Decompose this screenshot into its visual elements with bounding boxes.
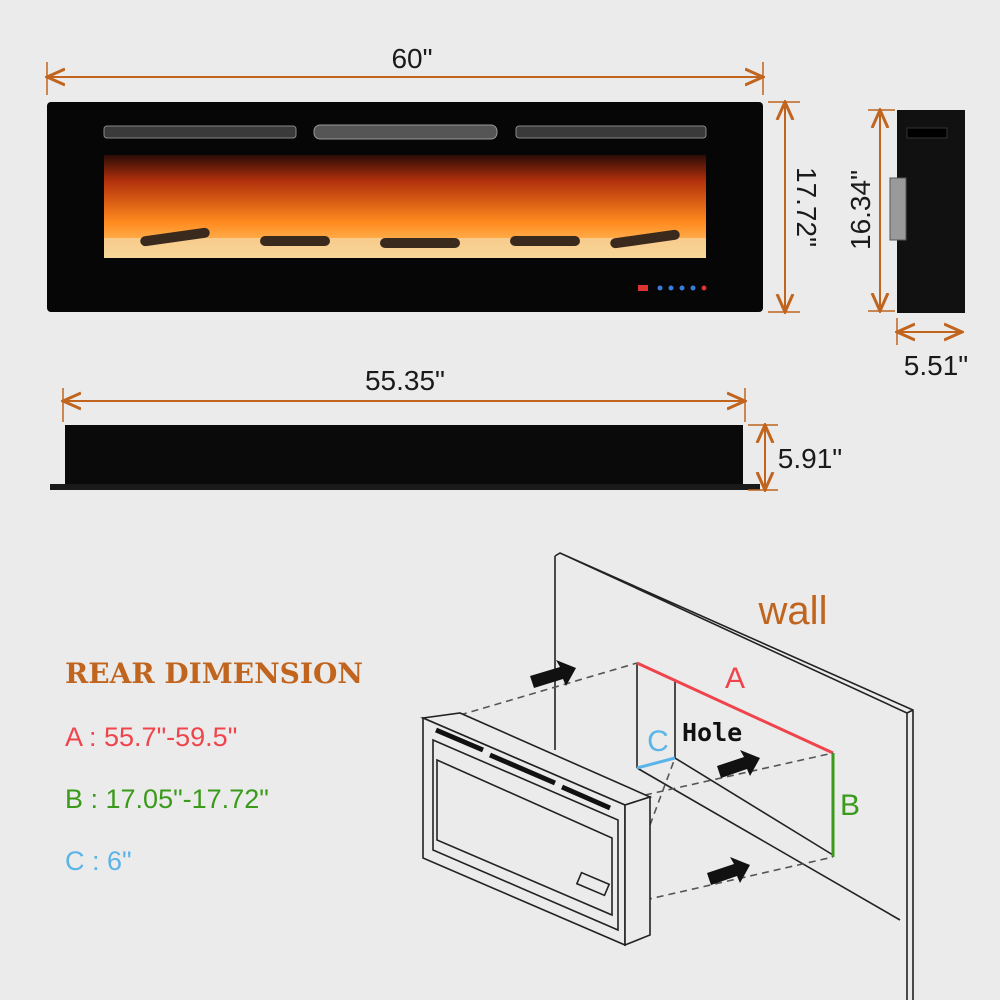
vent-right xyxy=(515,125,707,139)
fireplace-drawing xyxy=(420,712,653,947)
hole-edges xyxy=(636,663,901,921)
insert-width-label: 55.35" xyxy=(365,365,445,396)
control-panel[interactable] xyxy=(638,285,707,291)
rear-a: A : 55.7"-59.5" xyxy=(65,722,237,752)
side-view: 16.34" 5.51" xyxy=(845,110,968,381)
rear-c: C : 6" xyxy=(65,846,132,876)
hole-label: Hole xyxy=(682,718,742,747)
side-height-label: 16.34" xyxy=(845,170,876,250)
insert-depth-label: 5.91" xyxy=(778,443,842,474)
front-view: 60" 17.72" xyxy=(47,43,822,312)
arrow-icon xyxy=(530,660,576,688)
vent-center xyxy=(313,124,498,140)
wall-label: wall xyxy=(758,589,828,633)
installation-diagram: wall A B C Hole xyxy=(420,552,914,1000)
side-depth-label: 5.51" xyxy=(904,350,968,381)
rear-dimension-legend: REAR DIMENSION A : 55.7"-59.5" B : 17.05… xyxy=(65,657,363,876)
label-b: B xyxy=(840,789,860,822)
arrows xyxy=(530,660,760,885)
fireplace-side xyxy=(897,110,965,313)
vent-left xyxy=(103,125,297,139)
label-a: A xyxy=(725,662,745,695)
height-label: 17.72" xyxy=(791,167,822,247)
fireplace-top xyxy=(65,425,743,487)
insert-view: 55.35" 5.91" xyxy=(50,365,842,490)
line-c xyxy=(636,756,676,770)
arrow-icon xyxy=(707,857,750,885)
arrow-icon xyxy=(717,750,760,778)
logs xyxy=(140,227,680,249)
mounting-bracket xyxy=(889,177,907,241)
label-c: C xyxy=(647,725,669,758)
width-label: 60" xyxy=(391,43,432,74)
wall xyxy=(554,552,914,1000)
line-a xyxy=(636,661,834,755)
rear-dimension-title: REAR DIMENSION xyxy=(65,657,363,690)
rear-b: B : 17.05"-17.72" xyxy=(65,784,269,814)
